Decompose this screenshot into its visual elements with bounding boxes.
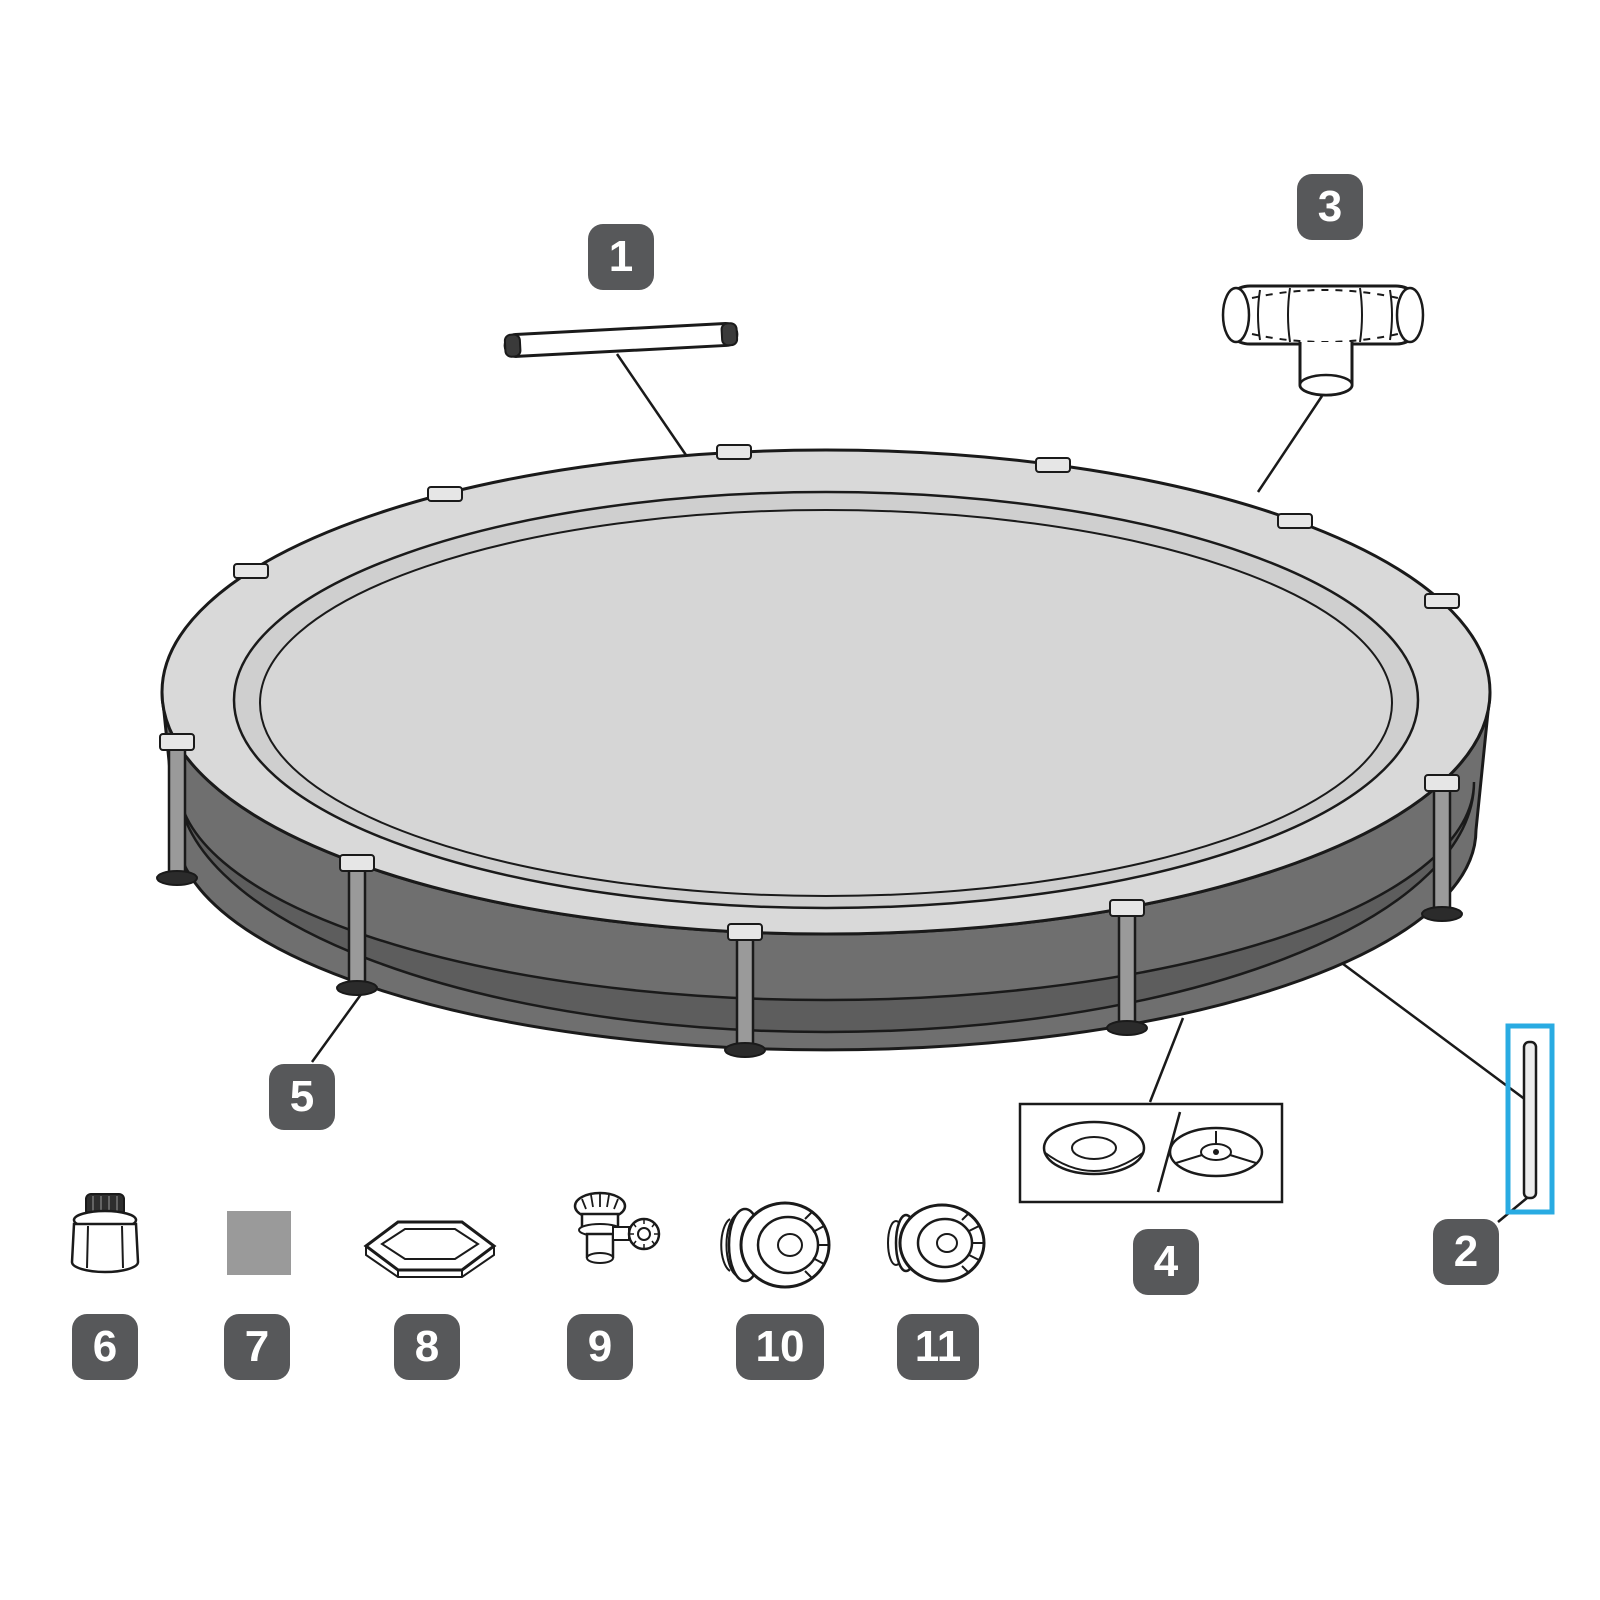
pool-illustration <box>156 444 1492 1058</box>
pool-leg <box>1421 781 1463 922</box>
part-label-4[interactable]: 4 <box>1133 1229 1199 1295</box>
drain-cap-part[interactable] <box>363 1220 497 1278</box>
inlet-connector-part[interactable] <box>887 1203 986 1283</box>
pool-leg <box>724 930 766 1058</box>
part-label-10[interactable]: 10 <box>736 1314 824 1380</box>
pool-legs <box>156 740 1463 1058</box>
repair-patch-part[interactable] <box>227 1211 291 1275</box>
pool-band <box>176 781 1476 1034</box>
top-rail-part[interactable] <box>503 321 739 358</box>
front-rail-tabs <box>159 733 1460 941</box>
rail-joint-tabs <box>233 444 1460 609</box>
part-label-2[interactable]: 2 <box>1433 1219 1499 1285</box>
vertical-leg-part[interactable] <box>1505 1023 1555 1215</box>
leg-cap-and-foot-part[interactable] <box>1018 1102 1284 1204</box>
selected-part-highlight <box>1505 1023 1555 1215</box>
part-label-8[interactable]: 8 <box>394 1314 460 1380</box>
part-label-3[interactable]: 3 <box>1297 174 1363 240</box>
drain-valve-adapter-part[interactable] <box>70 1193 140 1274</box>
control-valve-part[interactable] <box>573 1191 661 1264</box>
part-label-9[interactable]: 9 <box>567 1314 633 1380</box>
strainer-connector-part[interactable] <box>720 1201 831 1289</box>
part-label-11[interactable]: 11 <box>897 1314 979 1380</box>
part-label-1[interactable]: 1 <box>588 224 654 290</box>
part-label-6[interactable]: 6 <box>72 1314 138 1380</box>
pool-leg <box>336 861 378 996</box>
part-label-5[interactable]: 5 <box>269 1064 335 1130</box>
pool-leg <box>156 740 198 886</box>
t-joint-connector-part[interactable] <box>1221 284 1425 397</box>
part-label-7[interactable]: 7 <box>224 1314 290 1380</box>
